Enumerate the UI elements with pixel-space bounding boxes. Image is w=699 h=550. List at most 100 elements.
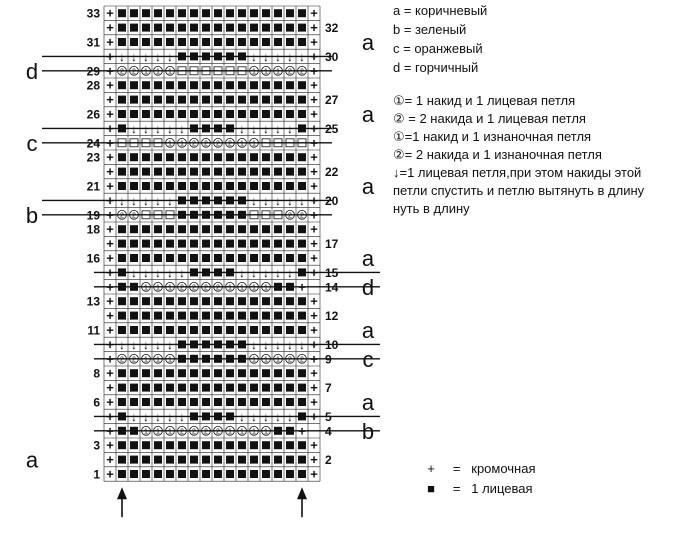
stitch-mark-digit: 2 bbox=[300, 356, 304, 363]
knit-stitch-mark bbox=[190, 311, 198, 320]
knit-stitch-mark bbox=[178, 81, 186, 90]
row-number-right: 30 bbox=[325, 50, 339, 64]
edge-stitch-mark: + bbox=[310, 467, 318, 482]
stitch-mark-digit: 2 bbox=[216, 284, 220, 291]
knit-stitch-mark bbox=[154, 369, 162, 378]
knit-stitch-mark bbox=[274, 383, 282, 392]
knit-stitch-mark bbox=[262, 383, 270, 392]
knit-stitch-mark bbox=[214, 398, 222, 406]
stitch-mark-digit: 1 bbox=[240, 428, 244, 435]
stitch-mark-digit: 2 bbox=[120, 356, 124, 363]
knit-stitch-mark bbox=[166, 239, 174, 248]
knit-stitch-mark bbox=[142, 383, 150, 392]
knit-stitch-mark bbox=[226, 383, 234, 392]
row-number-right: 2 bbox=[325, 453, 332, 467]
knit-stitch-mark bbox=[118, 441, 126, 450]
edge-stitch-mark: + bbox=[106, 380, 114, 395]
stitch-mark-digit: 2 bbox=[300, 212, 304, 219]
knit-stitch-mark bbox=[178, 239, 186, 248]
edge-stitch-mark: + bbox=[106, 20, 114, 35]
edge-stitch-mark: + bbox=[106, 366, 114, 381]
knit-stitch-mark bbox=[250, 326, 258, 334]
knit-stitch-mark bbox=[166, 441, 174, 450]
knit-stitch-mark bbox=[166, 167, 174, 176]
edge-stitch-mark: + bbox=[106, 294, 114, 309]
edge-stitch-mark: + bbox=[310, 308, 318, 323]
knit-stitch-mark bbox=[130, 254, 138, 262]
edge-stitch-mark: + bbox=[310, 236, 318, 251]
knit-stitch-mark bbox=[298, 153, 306, 162]
knit-stitch-mark bbox=[142, 95, 150, 104]
row-number-left: 28 bbox=[87, 79, 101, 93]
knit-stitch-mark bbox=[178, 23, 186, 32]
knit-stitch-mark bbox=[226, 398, 234, 406]
knit-stitch-mark bbox=[190, 441, 198, 450]
knit-stitch-mark bbox=[190, 38, 198, 46]
knit-stitch-mark bbox=[142, 326, 150, 334]
row-number-left: 18 bbox=[87, 223, 101, 237]
knit-stitch-mark bbox=[286, 182, 294, 190]
knit-stitch-mark bbox=[154, 81, 162, 90]
stitch-mark-digit: 2 bbox=[300, 68, 304, 75]
row-number-right: 10 bbox=[325, 338, 339, 352]
knit-stitch-mark bbox=[202, 455, 210, 464]
edge-stitch-mark: + bbox=[310, 107, 318, 122]
knit-stitch-mark bbox=[178, 9, 186, 18]
knit-stitch-mark bbox=[262, 38, 270, 46]
row-number-right: 4 bbox=[325, 424, 332, 438]
knit-stitch-mark bbox=[298, 311, 306, 320]
knit-stitch-mark bbox=[286, 297, 294, 306]
knit-stitch-mark bbox=[250, 297, 258, 306]
color-band-letter-d: d bbox=[362, 275, 374, 300]
knit-stitch-mark bbox=[250, 470, 258, 478]
knit-stitch-mark bbox=[202, 311, 210, 320]
knit-stitch-mark bbox=[142, 254, 150, 262]
knit-stitch-mark bbox=[214, 254, 222, 262]
knit-stitch-mark bbox=[238, 326, 246, 334]
knit-stitch-mark bbox=[226, 311, 234, 320]
knit-stitch-mark bbox=[130, 470, 138, 478]
knit-stitch-mark bbox=[262, 297, 270, 306]
row-number-left: 21 bbox=[87, 180, 101, 194]
knit-stitch-mark bbox=[214, 81, 222, 90]
knit-stitch-mark bbox=[202, 225, 210, 234]
edge-stitch-mark: + bbox=[310, 35, 318, 50]
color-band-letter-a: a bbox=[362, 30, 375, 55]
stitch-mark-digit: 2 bbox=[180, 284, 184, 291]
knit-stitch-mark bbox=[262, 326, 270, 334]
stitch-mark-digit: 1 bbox=[168, 284, 172, 291]
knit-stitch-mark bbox=[286, 383, 294, 392]
edge-stitch-mark: + bbox=[106, 236, 114, 251]
knit-stitch-mark bbox=[178, 398, 186, 406]
knit-stitch-mark bbox=[130, 326, 138, 334]
knit-stitch-mark bbox=[142, 398, 150, 406]
knit-stitch-mark bbox=[202, 398, 210, 406]
knit-stitch-mark bbox=[130, 153, 138, 162]
knit-stitch-mark bbox=[286, 38, 294, 46]
knit-stitch-mark bbox=[226, 182, 234, 190]
knit-stitch-mark bbox=[274, 23, 282, 32]
stitch-mark-digit: 2 bbox=[120, 212, 124, 219]
knit-stitch-mark bbox=[286, 455, 294, 464]
edge-stitch-mark: + bbox=[310, 323, 318, 338]
knit-stitch-mark bbox=[178, 95, 186, 104]
knit-stitch-mark bbox=[238, 254, 246, 262]
knit-stitch-mark bbox=[142, 441, 150, 450]
knit-stitch-mark bbox=[142, 297, 150, 306]
stitch-mark-digit: 2 bbox=[288, 212, 292, 219]
knit-stitch-mark bbox=[250, 153, 258, 162]
knit-stitch-mark bbox=[190, 23, 198, 32]
stitch-mark-digit: 2 bbox=[192, 428, 196, 435]
edge-stitch-mark: + bbox=[106, 78, 114, 93]
knit-stitch-mark bbox=[178, 153, 186, 162]
knit-stitch-mark bbox=[142, 239, 150, 248]
knit-stitch-mark bbox=[286, 110, 294, 118]
color-band-letter-b: b bbox=[362, 419, 374, 444]
knit-stitch-mark bbox=[190, 254, 198, 262]
knit-stitch-mark bbox=[298, 297, 306, 306]
knit-stitch-mark bbox=[238, 369, 246, 378]
knit-stitch-mark bbox=[178, 297, 186, 306]
key-equals: = bbox=[452, 461, 461, 476]
legend-stitch-2: ② = 2 накида и 1 лицевая петля bbox=[393, 111, 586, 126]
row-number-labels: 1368111316181921232426282931332457910121… bbox=[87, 7, 339, 482]
